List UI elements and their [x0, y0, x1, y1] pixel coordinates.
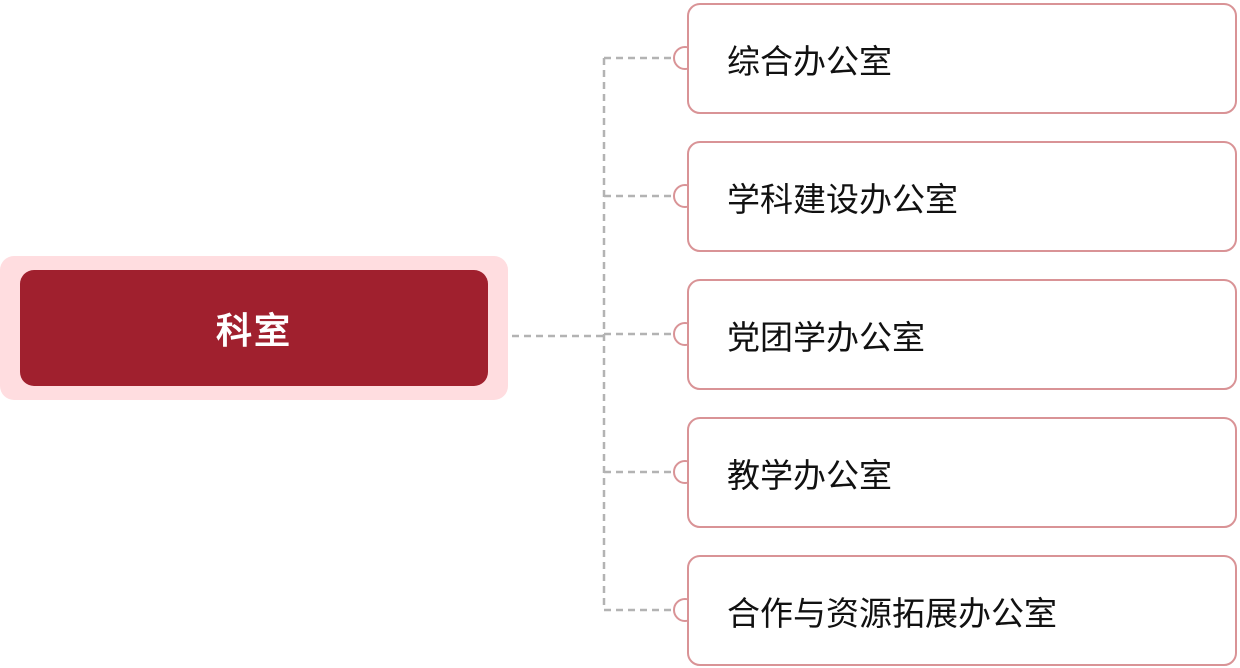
child-node-label: 党团学办公室	[727, 317, 925, 357]
child-node: 教学办公室	[687, 417, 1237, 528]
root-node-label: 科室	[215, 310, 292, 352]
root-node: 科室	[20, 270, 488, 386]
child-node: 综合办公室	[687, 3, 1237, 114]
child-node-label: 综合办公室	[727, 41, 892, 81]
child-node: 合作与资源拓展办公室	[687, 555, 1237, 666]
child-node-label: 学科建设办公室	[727, 179, 958, 219]
child-node-label: 合作与资源拓展办公室	[727, 593, 1057, 633]
child-node: 学科建设办公室	[687, 141, 1237, 252]
child-node: 党团学办公室	[687, 279, 1237, 390]
child-node-label: 教学办公室	[727, 455, 892, 495]
